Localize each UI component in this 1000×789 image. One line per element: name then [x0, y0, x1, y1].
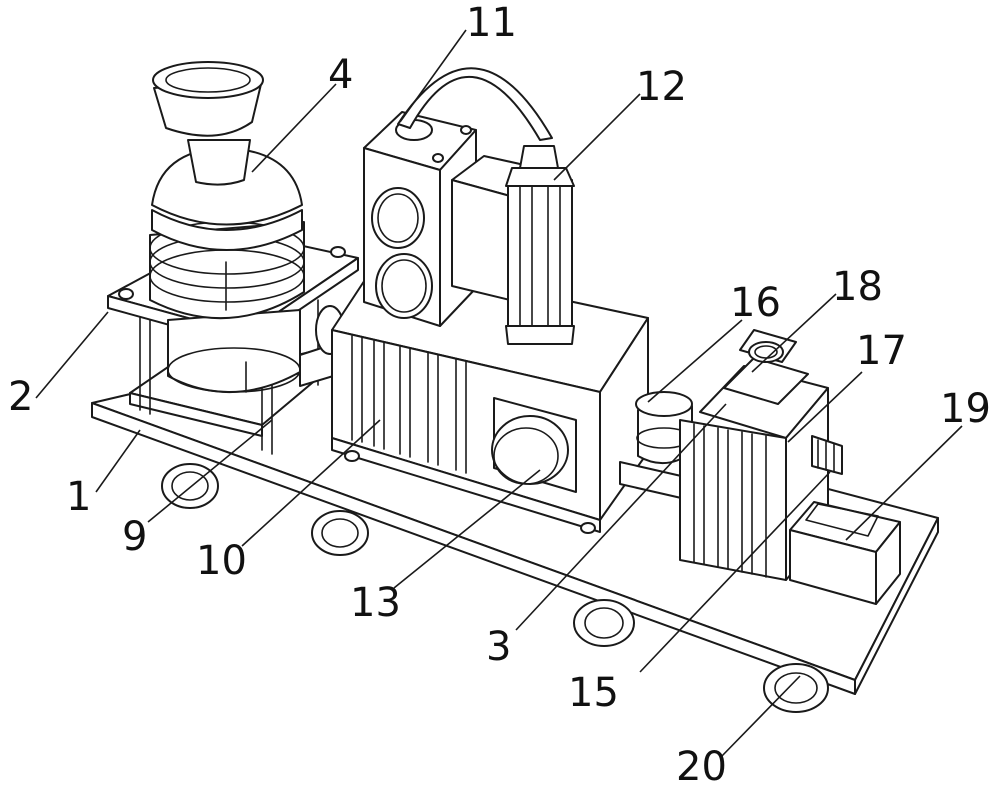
vessel	[149, 61, 305, 394]
label-17: 18	[832, 264, 883, 310]
wheel-rear-right	[763, 663, 829, 713]
hose	[397, 67, 553, 141]
vertical-cylinder	[505, 145, 575, 345]
side-coupling	[811, 435, 843, 475]
label-16: 17	[856, 328, 907, 374]
label-1: 1	[66, 474, 91, 520]
label-9: 9	[122, 514, 147, 560]
wheel-front-mid	[311, 510, 369, 556]
label-19: 19	[940, 386, 991, 432]
wheel-front-right	[573, 599, 635, 647]
label-15: 16	[730, 280, 781, 326]
label-12: 12	[636, 64, 687, 110]
top-fitting	[723, 329, 809, 405]
label-10: 10	[196, 538, 247, 584]
base-plate	[91, 351, 939, 695]
label-18: 15	[568, 670, 619, 716]
label-2: 2	[8, 374, 33, 420]
label-20: 20	[676, 744, 727, 789]
label-4: 4	[328, 52, 353, 98]
leader-lines	[35, 29, 963, 759]
label-3: 3	[486, 624, 511, 670]
control-box	[789, 501, 901, 605]
label-13: 13	[350, 580, 401, 626]
pressure-gauge	[635, 391, 693, 464]
labels: 2 1 4 9 10 11 12 13 16 18 17 19 3 15 20	[8, 0, 991, 789]
label-11: 11	[466, 0, 517, 46]
side-port	[491, 397, 577, 493]
